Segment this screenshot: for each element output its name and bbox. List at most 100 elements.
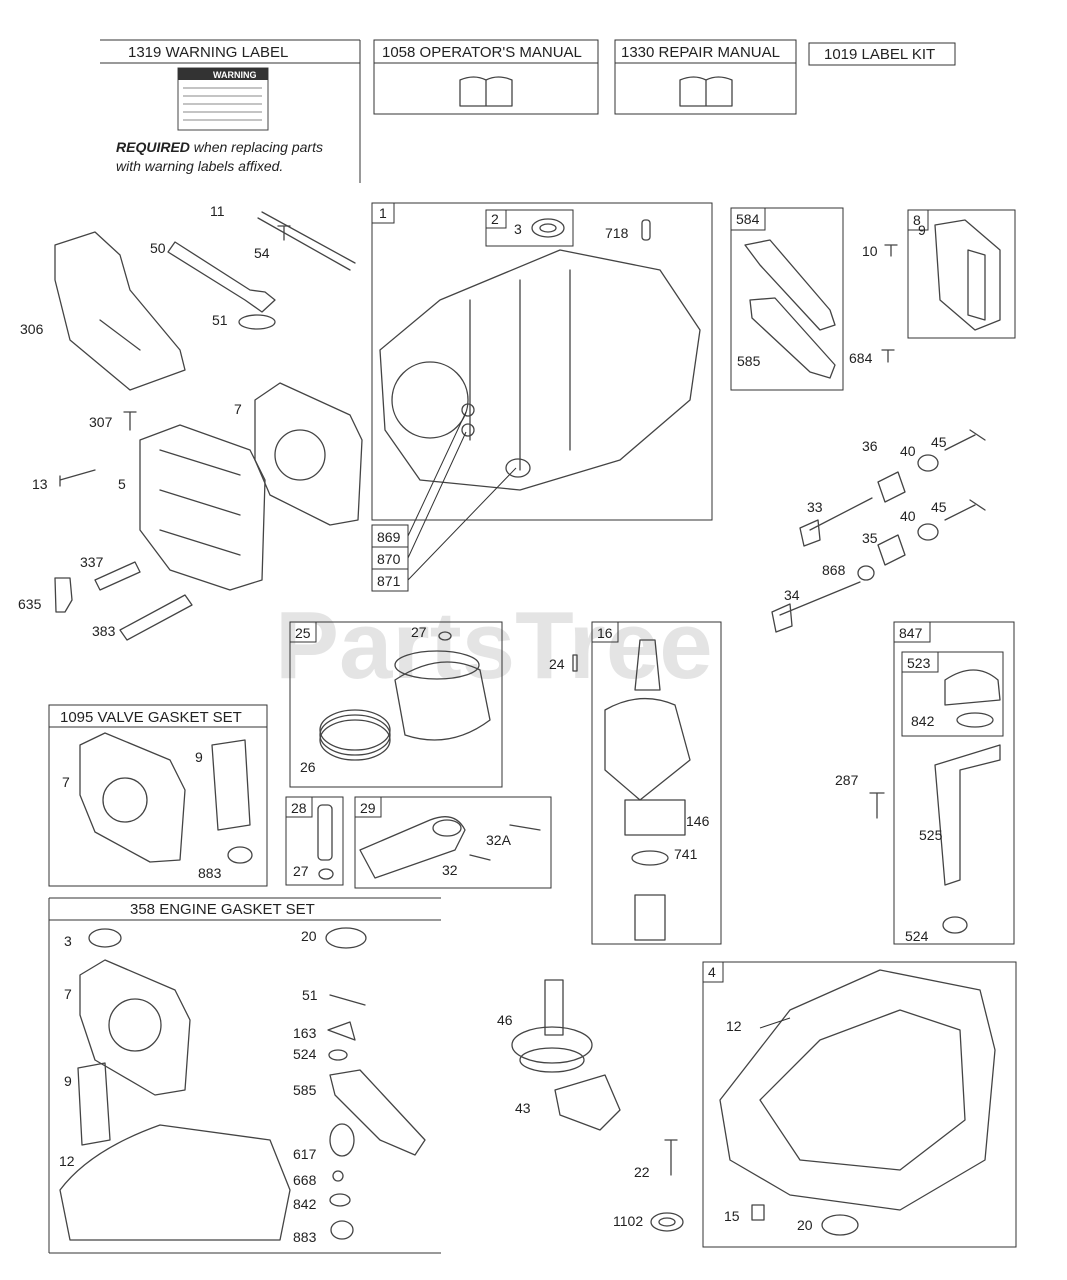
group-2-seal[interactable]: 2 [485, 209, 574, 247]
callout-10[interactable]: 10 [862, 243, 878, 259]
callout-307[interactable]: 307 [89, 414, 113, 430]
callout-868[interactable]: 868 [822, 562, 846, 578]
part-868-seal[interactable] [857, 565, 875, 581]
callout-11[interactable]: 11 [210, 203, 225, 219]
part-11-dipstick-tube[interactable] [257, 211, 356, 271]
part-33-valve[interactable] [799, 497, 873, 547]
group-869-871-plugs[interactable]: 869 870 871 [371, 411, 517, 592]
callout-306[interactable]: 306 [20, 321, 44, 337]
part-337-spark-plug[interactable] [94, 561, 141, 591]
callout-287[interactable]: 287 [835, 772, 859, 788]
callout-7[interactable]: 7 [64, 986, 72, 1002]
part-1102-seal[interactable] [650, 1212, 684, 1232]
callout-40[interactable]: 40 [900, 443, 916, 459]
part-287-screw[interactable] [869, 792, 885, 819]
callout-51[interactable]: 51 [302, 987, 318, 1003]
callout-146[interactable]: 146 [686, 813, 710, 829]
callout-27[interactable]: 27 [293, 863, 309, 879]
callout-524[interactable]: 524 [293, 1046, 317, 1062]
callout-842[interactable]: 842 [293, 1196, 317, 1212]
callout-524[interactable]: 524 [905, 928, 929, 944]
callout-45[interactable]: 45 [931, 434, 947, 450]
part-45-rocker-upper[interactable] [944, 429, 986, 451]
group-1-cylinder-block[interactable]: 1 [371, 202, 713, 521]
callout-383[interactable]: 383 [92, 623, 116, 639]
callout-27[interactable]: 27 [411, 624, 427, 640]
part-35-spring[interactable] [877, 534, 906, 566]
callout-20[interactable]: 20 [301, 928, 317, 944]
part-40-retainer-lower[interactable] [917, 523, 939, 541]
part-40-retainer-upper[interactable] [917, 454, 939, 472]
callout-50[interactable]: 50 [150, 240, 166, 256]
callout-585[interactable]: 585 [737, 353, 761, 369]
part-34-valve[interactable] [771, 581, 861, 633]
part-50-breather-tube[interactable] [167, 241, 276, 313]
callout-883[interactable]: 883 [198, 865, 222, 881]
callout-24[interactable]: 24 [549, 656, 565, 672]
callout-525[interactable]: 525 [919, 827, 943, 843]
part-718-pin[interactable] [641, 219, 651, 241]
callout-9[interactable]: 9 [64, 1073, 72, 1089]
part-7-head-gasket[interactable] [254, 382, 363, 526]
part-306-shroud[interactable] [54, 231, 186, 391]
part-54-screw[interactable] [277, 225, 291, 241]
part-22-bolt[interactable] [664, 1139, 678, 1176]
group-4-sump[interactable]: 4 [702, 961, 1017, 1248]
valve-gasket-set-panel[interactable]: 1095 VALVE GASKET SET [48, 704, 268, 887]
callout-46[interactable]: 46 [497, 1012, 513, 1028]
part-51-gasket[interactable] [238, 314, 276, 330]
part-307-screw[interactable] [123, 411, 137, 431]
part-36-spring[interactable] [877, 471, 906, 503]
callout-3[interactable]: 3 [514, 221, 522, 237]
callout-883[interactable]: 883 [293, 1229, 317, 1245]
callout-741[interactable]: 741 [674, 846, 698, 862]
part-684-screw[interactable] [881, 349, 895, 363]
callout-13[interactable]: 13 [32, 476, 48, 492]
callout-20[interactable]: 20 [797, 1217, 813, 1233]
callout-718[interactable]: 718 [605, 225, 629, 241]
callout-163[interactable]: 163 [293, 1025, 317, 1041]
callout-51[interactable]: 51 [212, 312, 228, 328]
callout-26[interactable]: 26 [300, 759, 316, 775]
repair-manual-panel[interactable]: 1330 REPAIR MANUAL [614, 39, 797, 115]
warning-label-panel[interactable]: 1319 WARNING LABEL WARNING REQUIRED when… [100, 39, 361, 183]
part-10-screw[interactable] [884, 244, 898, 257]
part-635-plug-boot[interactable] [54, 577, 73, 613]
part-13-bolt[interactable] [59, 469, 96, 487]
callout-7[interactable]: 7 [62, 774, 70, 790]
callout-5[interactable]: 5 [118, 476, 126, 492]
callout-7[interactable]: 7 [234, 401, 242, 417]
part-46-camshaft[interactable] [511, 979, 593, 1073]
callout-40[interactable]: 40 [900, 508, 916, 524]
callout-635[interactable]: 635 [18, 596, 42, 612]
callout-9[interactable]: 9 [918, 222, 926, 238]
part-383-rod[interactable] [119, 594, 193, 641]
group-28-wrist-pin[interactable]: 28 [285, 796, 344, 886]
callout-35[interactable]: 35 [862, 530, 878, 546]
callout-684[interactable]: 684 [849, 350, 873, 366]
callout-1102[interactable]: 1102 [613, 1213, 643, 1229]
callout-43[interactable]: 43 [515, 1100, 531, 1116]
group-16-crankshaft[interactable]: 16 [591, 621, 722, 945]
callout-12[interactable]: 12 [726, 1018, 742, 1034]
operators-manual-panel[interactable]: 1058 OPERATOR'S MANUAL [373, 39, 599, 115]
callout-842[interactable]: 842 [911, 713, 935, 729]
callout-617[interactable]: 617 [293, 1146, 317, 1162]
callout-45[interactable]: 45 [931, 499, 947, 515]
group-25-piston[interactable]: 25 [289, 621, 503, 788]
callout-668[interactable]: 668 [293, 1172, 317, 1188]
group-584-breather[interactable]: 584 [730, 207, 844, 391]
callout-15[interactable]: 15 [724, 1208, 740, 1224]
group-8-valve-cover[interactable]: 8 [907, 209, 1016, 339]
part-45-rocker-lower[interactable] [944, 499, 986, 521]
group-847-dipstick[interactable]: 847 523 [893, 621, 1015, 945]
callout-3[interactable]: 3 [64, 933, 72, 949]
label-kit-panel[interactable]: 1019 LABEL KIT [808, 42, 956, 66]
group-29-connecting-rod[interactable]: 29 [354, 796, 552, 889]
part-5-cylinder-head[interactable] [139, 424, 266, 591]
callout-585[interactable]: 585 [293, 1082, 317, 1098]
callout-36[interactable]: 36 [862, 438, 878, 454]
callout-32[interactable]: 32 [442, 862, 458, 878]
callout-22[interactable]: 22 [634, 1164, 650, 1180]
callout-337[interactable]: 337 [80, 554, 104, 570]
